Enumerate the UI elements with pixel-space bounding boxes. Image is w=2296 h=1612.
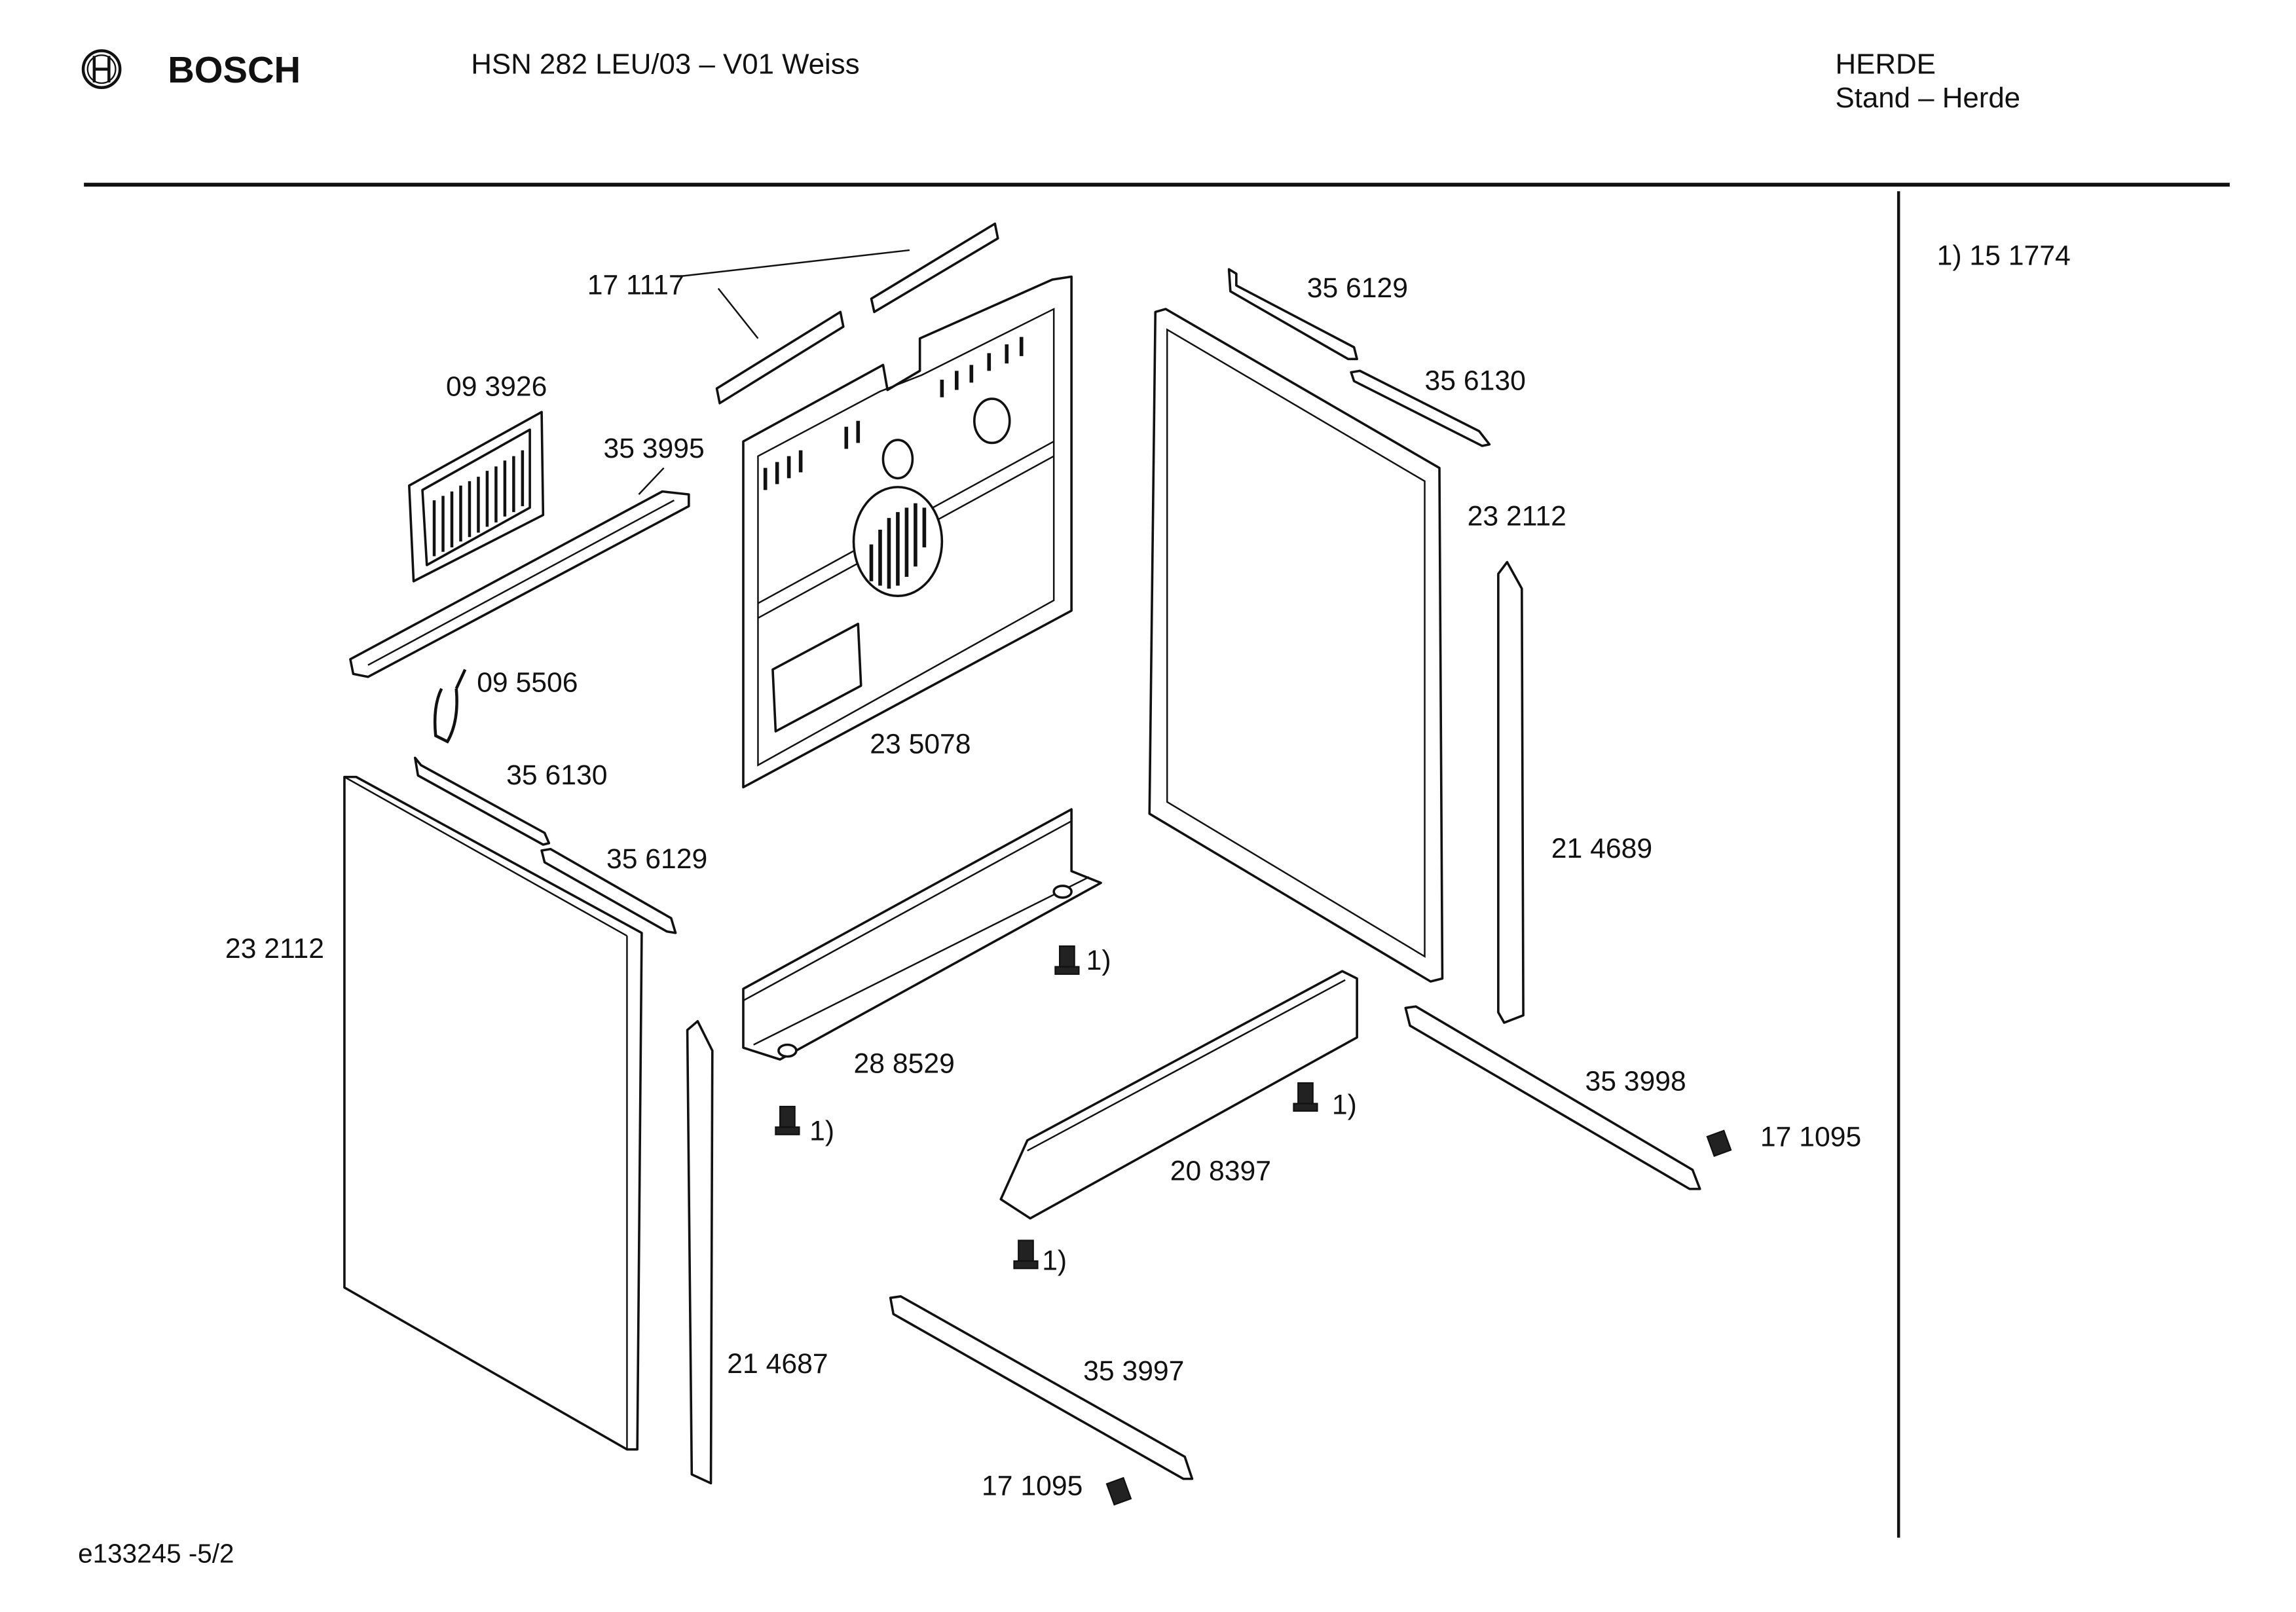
screw-icon [775, 1105, 800, 1135]
part-095506-hook [433, 669, 467, 744]
part-214687-side-strip [686, 1019, 714, 1485]
part-288529-base-rail [742, 808, 1102, 1061]
screw-icon [1293, 1082, 1318, 1112]
part-171095-clip-bottom [1105, 1476, 1132, 1506]
part-171095-clip-right [1706, 1129, 1732, 1158]
part-093926-grille [408, 411, 545, 583]
label-353998: 35 3998 [1585, 1065, 1686, 1097]
screw-ref-3: 1) [1332, 1089, 1357, 1120]
label-171095-bottom: 17 1095 [982, 1470, 1083, 1501]
label-232112-right: 23 2112 [1468, 500, 1566, 532]
label-095506: 09 5506 [477, 667, 578, 698]
screw-icon [1013, 1239, 1039, 1270]
part-208397-front-rail [999, 970, 1358, 1220]
bosch-armature-icon [81, 49, 122, 89]
drawing-id: e133245 -5/2 [78, 1539, 234, 1569]
brand-name: BOSCH [168, 49, 301, 90]
part-235078-back-panel [742, 275, 1073, 789]
model-title: HSN 282 LEU/03 – V01 Weiss [471, 48, 859, 80]
label-356129-right: 35 6129 [1307, 272, 1408, 304]
label-235078: 23 5078 [870, 729, 971, 760]
part-356129-left [540, 847, 677, 934]
part-356130-left [414, 756, 551, 846]
label-232112-left: 23 2112 [225, 933, 324, 964]
label-353997: 35 3997 [1083, 1355, 1184, 1387]
bosch-logo: BOSCH [81, 49, 301, 90]
category-title: HERDE [1836, 48, 1936, 80]
label-093926: 09 3926 [446, 371, 547, 403]
label-171117: 17 1117 [587, 269, 684, 301]
label-208397: 20 8397 [1170, 1155, 1271, 1186]
part-353998-rail [1404, 1005, 1701, 1190]
screw-icon [1054, 945, 1080, 975]
part-232112-left-side-panel [343, 775, 643, 1451]
screw-ref-4: 1) [1042, 1245, 1067, 1276]
part-214689-side-strip [1497, 560, 1525, 1024]
part-356129-right [1227, 268, 1358, 361]
part-353995-rail [349, 467, 690, 678]
part-356130-right [1350, 369, 1491, 447]
label-353995: 35 3995 [603, 433, 704, 464]
label-214689: 21 4689 [1551, 833, 1652, 864]
label-214687: 21 4687 [727, 1348, 828, 1380]
part-232112-right-frame [1148, 308, 1444, 983]
subcategory-title: Stand – Herde [1836, 82, 2021, 114]
label-356130-right: 35 6130 [1425, 365, 1526, 397]
label-288529: 28 8529 [854, 1048, 955, 1079]
part-171117-strips [676, 222, 999, 405]
footnote-screw: 1) 15 1774 [1937, 240, 2071, 272]
screw-ref-2: 1) [809, 1116, 834, 1147]
label-356130-left: 35 6130 [506, 760, 607, 791]
label-356129-left: 35 6129 [606, 843, 707, 875]
label-171095-right: 17 1095 [1760, 1122, 1861, 1153]
screw-ref-1: 1) [1086, 945, 1111, 976]
part-353997-rail [889, 1295, 1194, 1480]
